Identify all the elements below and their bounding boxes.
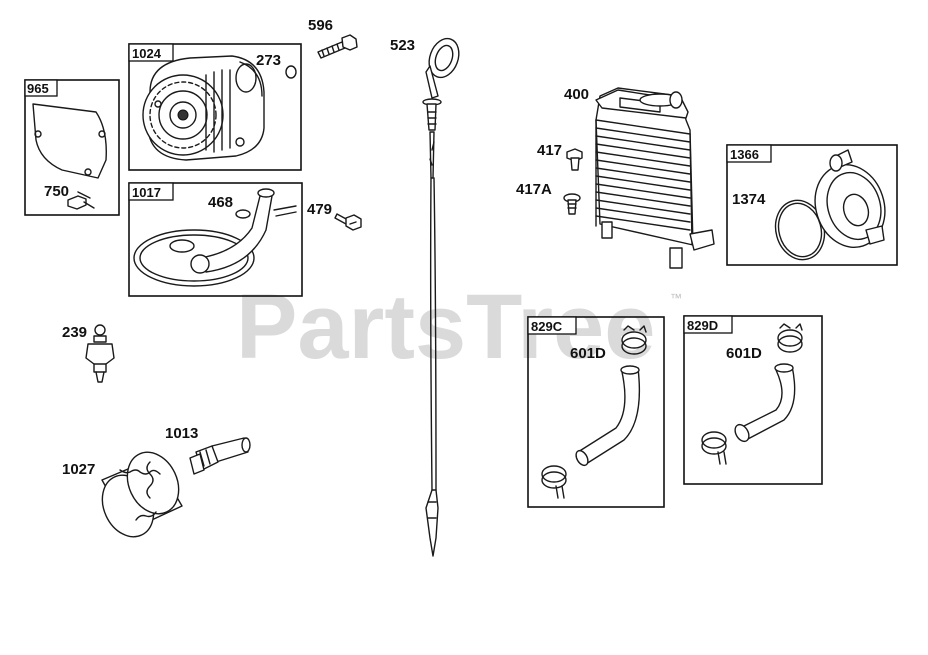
box-1017-frame [128, 182, 303, 297]
watermark-text: PartsTree [236, 276, 655, 378]
box-965-frame [24, 79, 120, 216]
box-1017-label: 1017 [132, 185, 161, 200]
part-1013[interactable]: 1013 [165, 425, 251, 475]
part-596[interactable]: 596 [308, 17, 358, 59]
group-829c[interactable]: 829C 601D [527, 316, 665, 508]
group-829d[interactable]: 829D 601D [683, 315, 823, 485]
oring-273 [285, 65, 297, 79]
group-1017[interactable]: 1017 468 [128, 182, 303, 297]
label-273: 273 [256, 52, 281, 69]
label-417: 417 [537, 142, 562, 159]
box-829c-tag [527, 316, 577, 335]
clamp-601d-d-bottom [701, 431, 727, 465]
clamp-601d-c-bottom [541, 465, 567, 499]
part-239[interactable]: 239 [62, 324, 115, 383]
part-479[interactable]: 479 [307, 201, 362, 231]
bolt-750 [67, 195, 87, 210]
box-829d-frame [683, 315, 823, 485]
box-1366-frame [726, 144, 898, 266]
label-417a: 417A [516, 181, 552, 198]
box-1366-tag [726, 144, 772, 163]
box-829d-tag [683, 315, 733, 334]
part-417a[interactable]: 417A [516, 181, 581, 215]
oil-pump [142, 55, 265, 161]
part-400-oil-cooler[interactable]: 400 [564, 86, 715, 269]
pickup-tube [133, 188, 297, 287]
box-965-label: 965 [27, 81, 49, 96]
label-1013: 1013 [165, 425, 198, 442]
label-479: 479 [307, 201, 332, 218]
label-750: 750 [44, 183, 69, 200]
part-523-dipstick[interactable]: 523 [390, 34, 464, 557]
box-1366-label: 1366 [730, 147, 759, 162]
group-1366[interactable]: 1366 1374 [726, 144, 898, 266]
box-829d-label: 829D [687, 318, 718, 333]
label-523: 523 [390, 37, 415, 54]
label-601d-c: 601D [570, 345, 606, 362]
box-965-tag [24, 79, 58, 97]
label-596: 596 [308, 17, 333, 34]
label-468: 468 [208, 194, 233, 211]
hose-829c [575, 365, 641, 467]
label-239: 239 [62, 324, 87, 341]
box-1024-label: 1024 [132, 46, 162, 61]
box-829c-frame [527, 316, 665, 508]
oring-468 [235, 209, 251, 219]
hose-829d [734, 363, 796, 443]
label-601d-d: 601D [726, 345, 762, 362]
box-1024-frame [128, 43, 302, 171]
clamp-601d-d-top [777, 323, 803, 353]
cooler-fins [595, 119, 693, 245]
group-965[interactable]: 965 750 [24, 79, 120, 216]
watermark-trademark: ™ [670, 291, 682, 305]
adapter-1366 [814, 149, 886, 249]
gasket-shape [32, 103, 107, 179]
part-417[interactable]: 417 [537, 142, 583, 171]
box-1024-tag [128, 43, 174, 62]
label-1374: 1374 [732, 191, 766, 208]
label-1027: 1027 [62, 461, 95, 478]
group-1024[interactable]: 1024 273 [128, 43, 302, 171]
label-400: 400 [564, 86, 589, 103]
part-1027-oil-filter[interactable]: 1027 [62, 444, 188, 545]
box-1017-tag [128, 182, 174, 201]
clamp-601d-c-top [621, 325, 647, 355]
box-829c-label: 829C [531, 319, 563, 334]
